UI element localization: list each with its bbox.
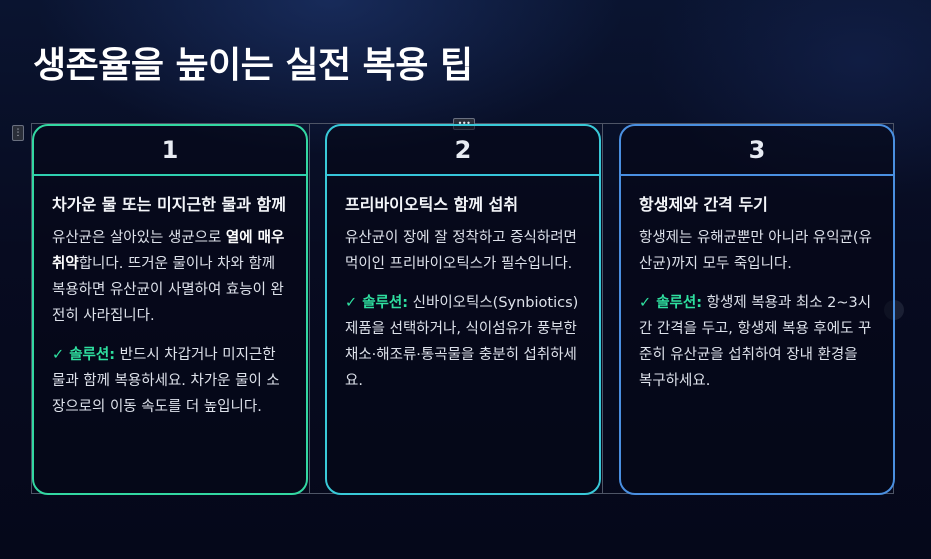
tip-card-1: 1 차가운 물 또는 미지근한 물과 함께 유산균은 살아있는 생균으로 열에 … [32, 124, 308, 495]
column-divider [602, 124, 603, 493]
solution-label: ✓ 솔루션: [52, 347, 116, 363]
page-title: 생존율을 높이는 실전 복용 팁 [33, 45, 473, 86]
card-description: 유산균은 살아있는 생균으로 열에 매우 취약합니다. 뜨거운 물이나 차와 함… [52, 225, 288, 329]
card-body: 프리바이오틱스 함께 섭취 유산균이 장에 잘 정착하고 증식하려면 먹이인 프… [327, 176, 599, 394]
card-solution: ✓ 솔루션: 신바이오틱스(Synbiotics) 제품을 선택하거나, 식이섬… [345, 290, 581, 394]
card-solution: ✓ 솔루션: 반드시 차갑거나 미지근한 물과 함께 복용하세요. 차가운 물이… [52, 342, 288, 420]
card-heading: 항생제와 간격 두기 [639, 195, 768, 214]
solution-label: ✓ 솔루션: [639, 295, 703, 311]
description-text: 유산균은 살아있는 생균으로 [52, 230, 226, 246]
drag-handle-icon[interactable]: ⋮ [12, 125, 24, 141]
card-number-header: 3 [621, 126, 893, 176]
card-number: 1 [161, 136, 179, 164]
card-solution: ✓ 솔루션: 항생제 복용과 최소 2~3시간 간격을 두고, 항생제 복용 후… [639, 290, 875, 394]
solution-text: 반드시 차갑거나 미지근한 물과 함께 복용하세요. 차가운 물이 소장으로의 … [52, 347, 280, 415]
solution-text: 항생제 복용과 최소 2~3시간 간격을 두고, 항생제 복용 후에도 꾸준히 … [639, 295, 872, 389]
card-body: 항생제와 간격 두기 항생제는 유해균뿐만 아니라 유익균(유산균)까지 모두 … [621, 176, 893, 394]
description-text: 합니다. 뜨거운 물이나 차와 함께 복용하면 유산균이 사멸하여 효능이 완전… [52, 256, 284, 324]
column-divider [309, 124, 310, 493]
card-number: 2 [454, 136, 472, 164]
card-heading: 프리바이오틱스 함께 섭취 [345, 195, 519, 214]
tip-card-2: 2 프리바이오틱스 함께 섭취 유산균이 장에 잘 정착하고 증식하려면 먹이인… [325, 124, 601, 495]
card-body: 차가운 물 또는 미지근한 물과 함께 유산균은 살아있는 생균으로 열에 매우… [34, 176, 306, 420]
description-emphasis: 열에 매우 취약 [52, 230, 285, 272]
solution-label: ✓ 솔루션: [345, 295, 409, 311]
tip-card-3: 3 항생제와 간격 두기 항생제는 유해균뿐만 아니라 유익균(유산균)까지 모… [619, 124, 895, 495]
card-description: 항생제는 유해균뿐만 아니라 유익균(유산균)까지 모두 죽입니다. [639, 230, 872, 272]
card-description: 유산균이 장에 잘 정착하고 증식하려면 먹이인 프리바이오틱스가 필수입니다. [345, 230, 577, 272]
card-heading: 차가운 물 또는 미지근한 물과 함께 [52, 195, 286, 214]
card-number: 3 [748, 136, 766, 164]
card-number-header: 2 [327, 126, 599, 176]
card-number-header: 1 [34, 126, 306, 176]
solution-text: 신바이오틱스(Synbiotics) 제품을 선택하거나, 식이섬유가 풍부한 … [345, 295, 579, 389]
